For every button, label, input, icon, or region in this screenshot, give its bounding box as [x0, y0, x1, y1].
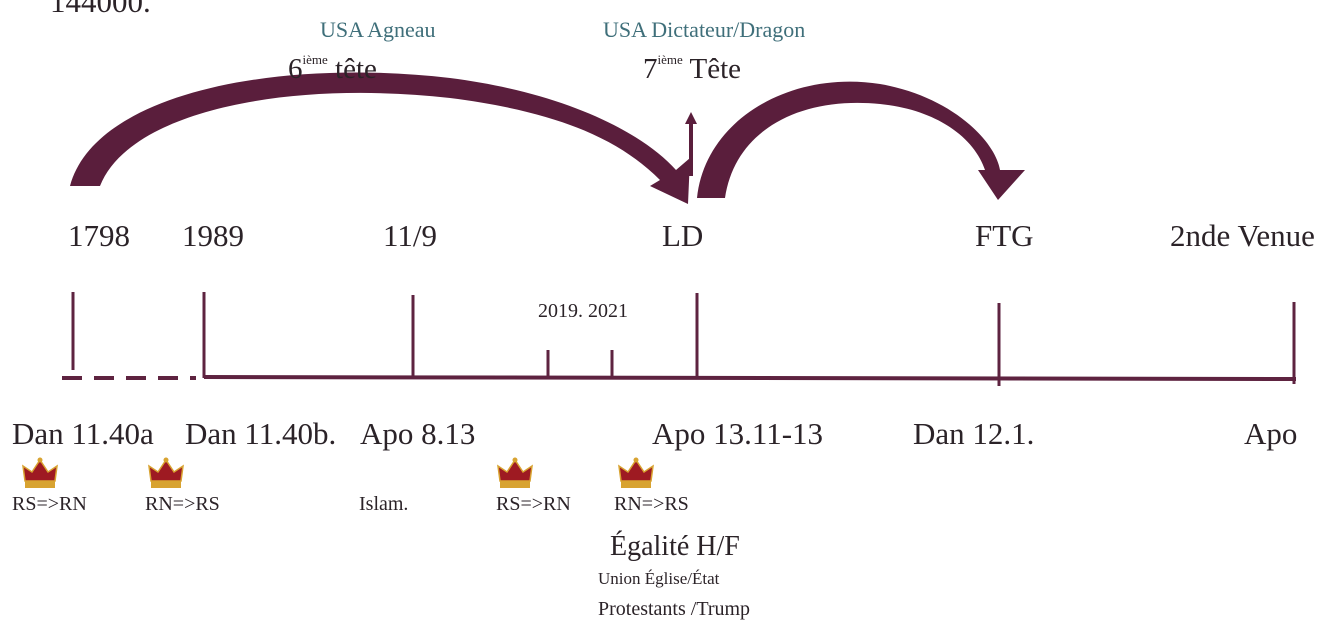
annotation-islam: Islam. — [359, 493, 409, 515]
ref-dan-12-1: Dan 12.1. — [913, 416, 1035, 451]
milestone-1989: 1989 — [182, 218, 244, 253]
ref-apo-13-11-13: Apo 13.11-13 — [652, 416, 824, 451]
crown-icon — [148, 457, 184, 488]
annotation-rs-rn-1: RS=>RN — [12, 493, 87, 515]
usa-dictateur-label: USA Dictateur/Dragon — [603, 17, 806, 42]
annotation-rn-rs-2: RN=>RS — [614, 493, 689, 515]
seventh-head-word: Tête — [689, 53, 742, 85]
up-arrow-head — [685, 112, 697, 124]
seventh-head-number: 7 — [643, 53, 658, 85]
milestone-ftg: FTG — [975, 218, 1034, 253]
arrow-sixth-head — [70, 72, 690, 205]
annotation-protestants: Protestants /Trump — [598, 598, 751, 620]
milestone-2nde-venue: 2nde Venue — [1170, 218, 1315, 253]
ref-apo: Apo — [1244, 416, 1298, 451]
cut-off-heading: 144000. — [50, 0, 151, 19]
sixth-head-sup: ième — [302, 52, 328, 67]
seventh-head-label: 7ième Tête — [643, 52, 742, 85]
sixth-head-word: tête — [335, 53, 377, 85]
ref-dan-11-40b: Dan 11.40b. — [185, 416, 337, 451]
annotation-union: Union Église/État — [598, 569, 720, 588]
ref-apo-8-13: Apo 8.13 — [360, 416, 476, 451]
timeline-solid — [203, 375, 1297, 381]
arrow-seventh-head — [697, 81, 1025, 200]
usa-agneau-label: USA Agneau — [320, 17, 436, 42]
milestone-1798: 1798 — [68, 218, 130, 253]
crown-icon — [618, 457, 654, 488]
annotation-rn-rs-1: RN=>RS — [145, 493, 220, 515]
annotation-egalite: Égalité H/F — [610, 531, 740, 562]
years-2019-2021: 2019. 2021 — [538, 300, 628, 322]
annotation-rs-rn-2: RS=>RN — [496, 493, 571, 515]
crown-icon — [497, 457, 533, 488]
seventh-head-sup: ième — [657, 52, 683, 67]
milestone-11-9: 11/9 — [383, 218, 437, 253]
ref-dan-11-40a: Dan 11.40a — [12, 416, 154, 451]
sixth-head-number: 6 — [288, 53, 303, 85]
crown-icon — [22, 457, 58, 488]
milestone-ld: LD — [662, 218, 704, 253]
sixth-head-label: 6ième tête — [288, 52, 377, 85]
